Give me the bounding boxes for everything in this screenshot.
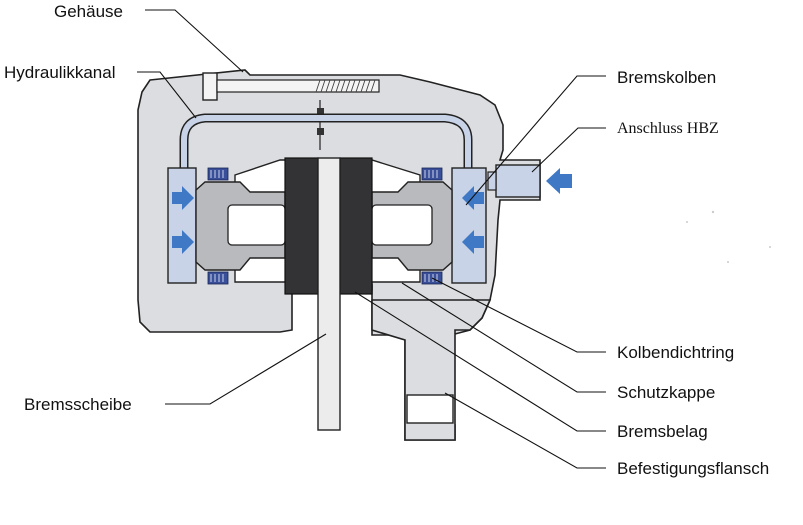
label-kolbendichtring: Kolbendichtring: [617, 343, 735, 362]
bolt-thread: [315, 79, 376, 93]
brake-disc: [317, 157, 341, 431]
split-marker-top: [317, 108, 324, 115]
leader-schutzkappe: [401, 282, 606, 393]
right-piston-bore: [371, 204, 433, 246]
flange-bolt-hole: [406, 394, 454, 424]
label-gehaeuse: Gehäuse: [54, 2, 123, 21]
scan-dots: [686, 210, 771, 263]
hydraulic-channel-fill: [181, 115, 471, 170]
right-pressure-chamber: [451, 167, 487, 284]
label-hydraulikkanal: Hydraulikkanal: [4, 63, 116, 82]
leader-befestigungsflansch: [444, 392, 606, 469]
left-pressure-chamber: [167, 167, 197, 284]
leader-lines: [137, 9, 606, 469]
leader-bremsbelag: [354, 291, 606, 432]
arrow-right-upper: [462, 186, 484, 210]
leader-hydraulikkanal: [137, 71, 197, 119]
leader-anschluss: [531, 127, 606, 173]
top-bolt-head: [202, 72, 218, 101]
arrow-left-lower: [172, 230, 194, 254]
hbz-connector-stub: [487, 171, 497, 191]
pressure-arrows: [172, 168, 572, 254]
top-bolt-shaft: [216, 79, 380, 93]
right-brake-pad: [339, 157, 373, 295]
leader-gehaeuse: [145, 9, 244, 73]
label-bremskolben: Bremskolben: [617, 68, 717, 87]
arrow-inlet: [546, 168, 572, 194]
label-befestigungsflansch: Befestigungsflansch: [617, 459, 770, 478]
mounting-flange: [371, 299, 492, 441]
leader-kolbendichtring: [431, 277, 606, 353]
seal-hatching: [210, 170, 438, 282]
hbz-connector: [495, 164, 541, 198]
left-brake-pad: [284, 157, 319, 295]
label-bremsbelag: Bremsbelag: [617, 422, 708, 441]
label-schutzkappe: Schutzkappe: [617, 383, 716, 402]
label-bremsscheibe: Bremsscheibe: [24, 395, 132, 414]
leader-bremskolben: [465, 75, 606, 206]
leader-bremsscheibe: [165, 333, 327, 405]
left-piston-bore: [227, 204, 286, 246]
split-marker-bottom: [317, 128, 324, 135]
label-anschluss-hbz: Anschluss HBZ: [617, 120, 719, 137]
arrow-right-lower: [462, 230, 484, 254]
arrow-left-upper: [172, 186, 194, 210]
